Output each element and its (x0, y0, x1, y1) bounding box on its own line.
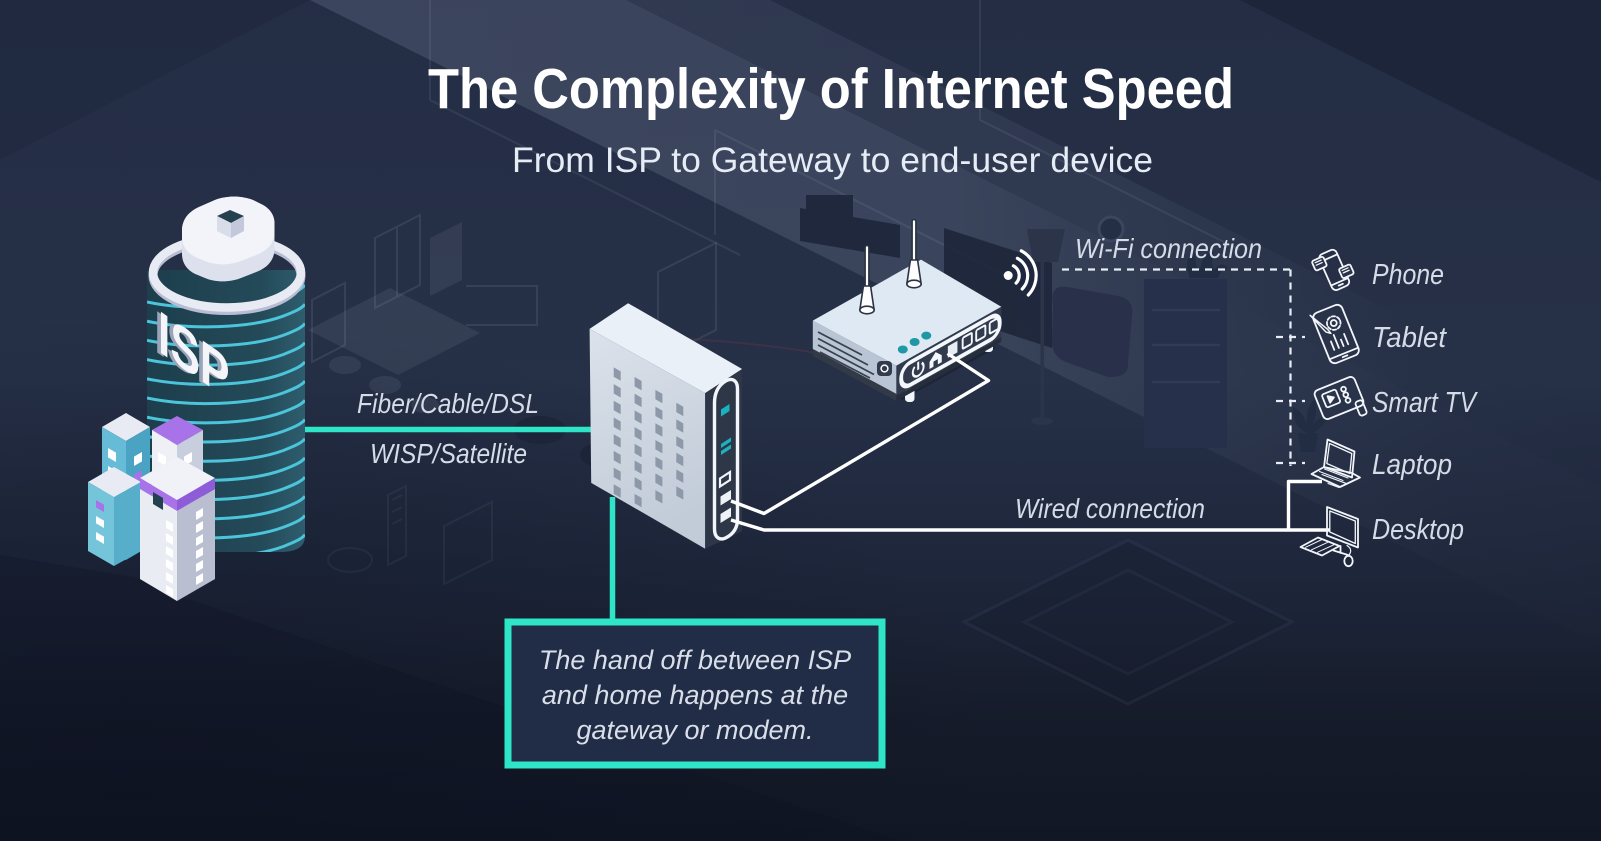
svg-text:gateway or modem.: gateway or modem. (576, 715, 813, 745)
svg-text:Wi-Fi connection: Wi-Fi connection (1075, 233, 1262, 264)
svg-text:Wired connection: Wired connection (1015, 493, 1205, 524)
svg-text:Laptop: Laptop (1372, 449, 1452, 481)
svg-text:Desktop: Desktop (1372, 514, 1464, 546)
svg-text:From ISP to Gateway to end-use: From ISP to Gateway to end-user device (512, 141, 1153, 180)
svg-text:Phone: Phone (1372, 259, 1444, 291)
svg-text:The hand off between ISP: The hand off between ISP (539, 645, 851, 675)
svg-text:and home happens at the: and home happens at the (542, 680, 848, 710)
svg-text:Tablet: Tablet (1372, 322, 1448, 354)
svg-text:The Complexity of Internet Spe: The Complexity of Internet Speed (428, 57, 1234, 121)
svg-text:Smart TV: Smart TV (1372, 387, 1478, 419)
svg-text:WISP/Satellite: WISP/Satellite (370, 438, 527, 469)
svg-text:Fiber/Cable/DSL: Fiber/Cable/DSL (357, 388, 539, 419)
